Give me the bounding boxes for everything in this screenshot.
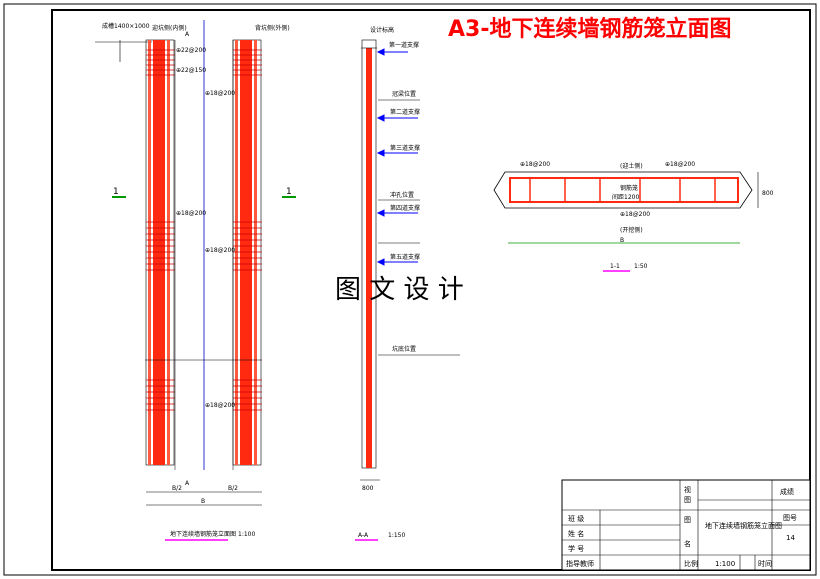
tb-row-4: 指导教师 <box>566 559 594 568</box>
aa-callout-7: 第五道支撑 <box>390 253 420 261</box>
aa-callout-3: 第二道支撑 <box>390 108 420 116</box>
elevation-view: 成槽1400×1000 迎坑侧(内侧) 背坑侧(外侧) <box>95 20 296 541</box>
rebar-label-4: ⊕18@200 <box>176 210 206 217</box>
aa-callout-6: 第四道支撑 <box>390 204 420 212</box>
elev-top-label-1: 成槽1400×1000 <box>102 22 150 30</box>
dim-half-right: B/2 <box>228 485 238 492</box>
rebar-label-5: ⊕18@200 <box>205 247 235 254</box>
tb-mid-mark-2: 图 <box>684 496 691 504</box>
rebar-label-1: ⊕22@200 <box>176 47 206 54</box>
tb-row-3: 学 号 <box>568 544 584 553</box>
s11-dim-width: B <box>620 237 624 244</box>
elev-bottom-marker: A <box>185 480 190 487</box>
s11-label-5: 间距1200 <box>612 193 639 201</box>
s11-label-2: (迎土侧) <box>620 162 643 170</box>
tb-left-mark-1: 图 <box>684 516 691 524</box>
drawing-title: A3-地下连续墙钢筋笼立面图 <box>448 16 731 42</box>
aa-callout-2: 冠梁位置 <box>392 90 416 98</box>
s11-label-6: ⊕18@200 <box>620 211 650 218</box>
svg-text:A: A <box>185 31 190 38</box>
title-block: 成绩 视 图 图 名 地下连续墙钢筋笼立面图 班 级 姓 名 学 号 指导教师 … <box>561 479 811 571</box>
s11-label-1: ⊕18@200 <box>520 161 550 168</box>
section-aa: 设计标高 第一道支撑 冠梁位置 第二道支撑 第三道支撑 冲孔位置 第四道支撑 第… <box>355 26 460 541</box>
aa-callout-4: 第三道支撑 <box>390 144 420 152</box>
dim-full: B <box>201 498 205 505</box>
rebar-label-3: ⊕18@200 <box>205 90 235 97</box>
tb-left-mark-2: 名 <box>684 539 691 548</box>
aa-callout-1: 第一道支撑 <box>389 41 419 49</box>
dim-half-left: B/2 <box>172 485 182 492</box>
s11-label-7: (开挖侧) <box>620 226 643 234</box>
s11-label-3: ⊕18@200 <box>665 161 695 168</box>
s11-label-4: 钢筋笼 <box>620 184 638 192</box>
tb-drawing-title: 地下连续墙钢筋笼立面图 <box>705 521 782 530</box>
elev-section-marker-left: 1 <box>113 187 119 197</box>
elev-section-marker-right: 1 <box>286 187 292 197</box>
elev-scale: 1:100 <box>238 531 255 538</box>
aa-scale: 1:150 <box>388 532 405 539</box>
tb-row-1: 班 级 <box>568 514 584 523</box>
elev-top-label-2: 迎坑侧(内侧) <box>152 24 187 32</box>
s11-dim-height: 800 <box>762 190 774 197</box>
aa-caption: A-A <box>358 532 369 539</box>
tb-sheet-label: 图号 <box>783 514 797 522</box>
tb-scale: 1:100 <box>715 560 735 568</box>
aa-callout-8: 坑底位置 <box>392 345 416 353</box>
elev-caption: 地下连续墙钢筋笼立面图 <box>170 530 236 538</box>
rebar-label-2: ⊕22@150 <box>176 67 206 74</box>
s11-caption: 1-1 <box>610 263 620 270</box>
tb-scale-label: 比例 <box>684 559 698 568</box>
tb-mid-mark-1: 视 <box>684 485 691 494</box>
aa-bottom-dim: 800 <box>362 485 374 492</box>
tb-sheet-no: 14 <box>786 534 795 542</box>
tb-company: 成绩 <box>780 487 794 496</box>
elev-top-label-3: 背坑侧(外侧) <box>255 24 290 32</box>
aa-callout-5: 冲孔位置 <box>390 191 414 199</box>
watermark: 图 文 设 计 <box>335 275 464 305</box>
inner-frame <box>51 9 811 571</box>
section-11: ⊕18@200 (迎土侧) ⊕18@200 钢筋笼 间距1200 ⊕18@200… <box>493 161 774 272</box>
s11-scale: 1:50 <box>634 263 648 270</box>
tb-date-label: 时间 <box>758 559 772 568</box>
rebar-label-6: ⊕18@200 <box>205 402 235 409</box>
tb-row-2: 姓 名 <box>568 529 584 538</box>
outer-frame <box>3 3 817 576</box>
aa-top-label: 设计标高 <box>370 26 394 34</box>
